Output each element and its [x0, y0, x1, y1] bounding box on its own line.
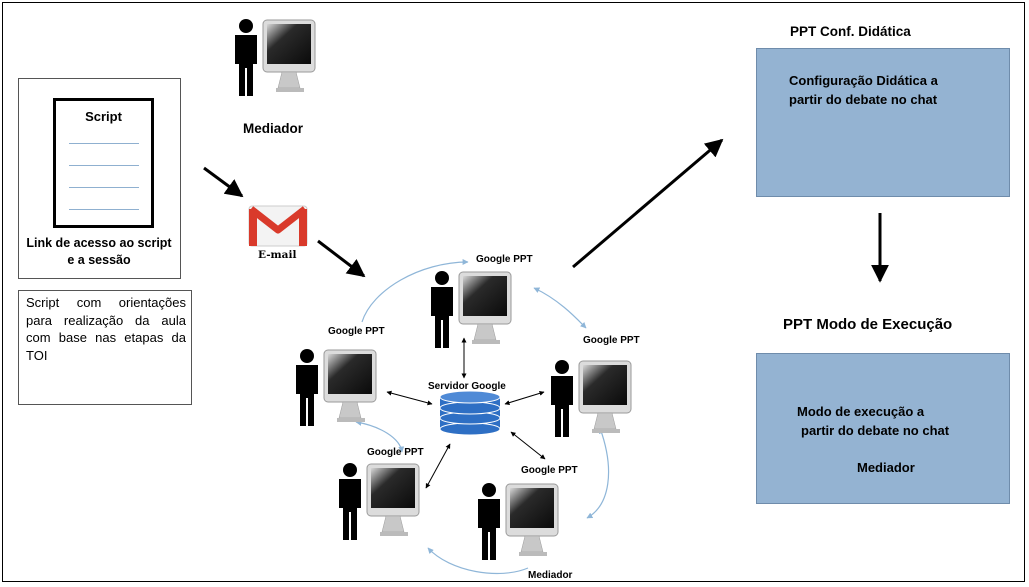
script-doc-title: Script	[85, 109, 122, 124]
ppt-didatica-box: Configuração Didática a partir do debate…	[756, 48, 1010, 197]
arrow-script-to-email	[203, 166, 244, 198]
ppt-execucao-line1: Modo de execução a	[797, 404, 925, 419]
network-workstation-icon-right	[550, 359, 632, 438]
network-workstation-icon-top	[430, 270, 512, 349]
ppt-didatica-line1: Configuração Didática a	[789, 73, 938, 88]
arrow-network-to-ppt	[572, 138, 724, 269]
ppt-execucao-text: Modo de execução a partir do debate no c…	[797, 402, 949, 440]
server-label: Servidor Google	[428, 381, 506, 392]
network-ring-connectors	[355, 259, 610, 575]
mediator-workstation-icon	[234, 18, 316, 97]
node-label-top: Google PPT	[476, 254, 533, 265]
mediator-bottom-label: Mediador	[528, 570, 573, 581]
network-workstation-icon-bottom-left	[338, 462, 420, 541]
script-link-text: Link de acesso ao script e a sessão	[26, 236, 172, 267]
ppt-didatica-text: Configuração Didática a partir do debate…	[789, 71, 938, 109]
doc-line	[69, 165, 139, 166]
ppt-didatica-title: PPT Conf. Didática	[790, 24, 911, 39]
ppt-execucao-line2: partir do debate no chat	[801, 423, 950, 438]
server-connections	[386, 337, 546, 489]
script-document-icon: Script	[53, 98, 154, 228]
doc-line	[69, 209, 139, 210]
ppt-didatica-line2: partir do debate no chat	[789, 92, 938, 107]
gmail-icon	[248, 205, 308, 247]
notes-text: Script com orientações para realização d…	[26, 295, 186, 363]
email-label: E-mail	[258, 249, 297, 261]
ppt-execucao-mediator: Mediador	[857, 460, 915, 475]
network-workstation-icon-left	[295, 348, 377, 427]
database-icon	[439, 390, 501, 436]
mediator-top-label: Mediador	[243, 121, 304, 136]
node-label-bottom-right: Google PPT	[521, 465, 578, 476]
doc-line	[69, 187, 139, 188]
notes-box: Script com orientações para realização d…	[18, 290, 192, 405]
doc-line	[69, 143, 139, 144]
arrow-email-to-network	[317, 239, 366, 278]
node-label-bottom-left: Google PPT	[367, 447, 424, 458]
node-label-left: Google PPT	[328, 326, 385, 337]
ppt-execucao-box: Modo de execução a partir do debate no c…	[756, 353, 1010, 504]
node-label-right: Google PPT	[583, 335, 640, 346]
network-workstation-icon-bottom-right	[477, 482, 559, 561]
ppt-execucao-title: PPT Modo de Execução	[783, 316, 953, 333]
